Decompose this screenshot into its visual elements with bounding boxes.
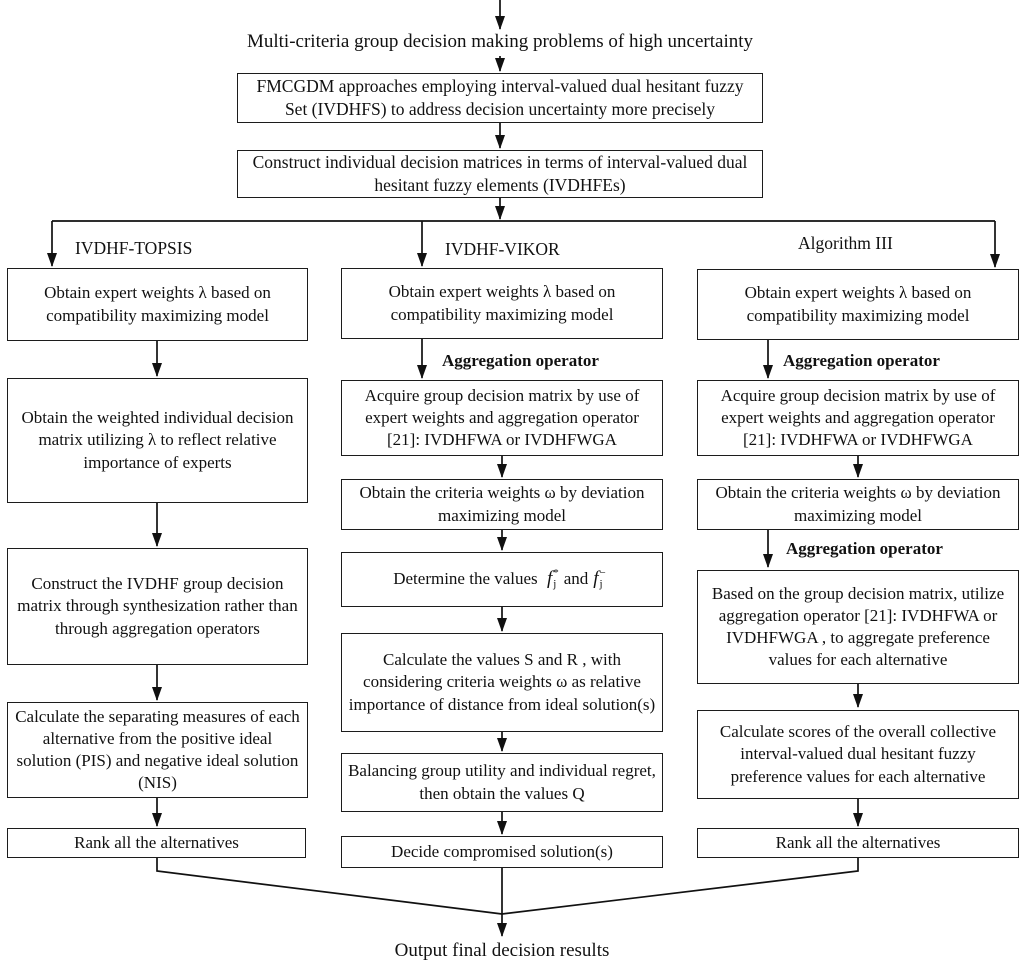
- vikor-s-r-values-box: Calculate the values S and R , with cons…: [341, 633, 663, 732]
- alg3-calculate-scores-box: Calculate scores of the overall collecti…: [697, 710, 1019, 799]
- vikor-acquire-matrix-box: Acquire group decision matrix by use of …: [341, 380, 663, 456]
- line-alg3-to-output: [501, 858, 859, 915]
- vikor-compromised-solution-box: Decide compromised solution(s): [341, 836, 663, 868]
- top-problem-text: Multi-criteria group decision making pro…: [246, 31, 753, 52]
- topsis-separating-measures-box: Calculate the separating measures of eac…: [7, 702, 308, 798]
- line-topsis-to-output: [156, 858, 503, 915]
- math-f-star-symbol: f*j: [546, 566, 559, 590]
- output-result-text: Output final decision results: [394, 940, 610, 961]
- vikor-group-utility-box: Balancing group utility and individual r…: [341, 753, 663, 812]
- branch-label-topsis: IVDHF-TOPSIS: [75, 238, 193, 258]
- fmcgdm-box: FMCGDM approaches employing interval-val…: [237, 73, 763, 123]
- vikor-aggregation-operator-label: Aggregation operator: [442, 351, 599, 370]
- topsis-rank-box: Rank all the alternatives: [7, 828, 306, 858]
- construct-matrices-box: Construct individual decision matrices i…: [237, 150, 763, 198]
- alg3-criteria-weights-box: Obtain the criteria weights ω by deviati…: [697, 479, 1019, 530]
- branch-label-vikor: IVDHF-VIKOR: [445, 239, 560, 259]
- vikor-criteria-weights-box: Obtain the criteria weights ω by deviati…: [341, 479, 663, 530]
- vikor-expert-weights-box: Obtain expert weights λ based on compati…: [341, 268, 663, 339]
- alg3-aggregation-operator-label-1: Aggregation operator: [783, 351, 940, 370]
- alg3-aggregate-preference-box: Based on the group decision matrix, util…: [697, 570, 1019, 684]
- topsis-group-matrix-box: Construct the IVDHF group decision matri…: [7, 548, 308, 665]
- math-f-minus-symbol: f−j: [593, 566, 606, 590]
- topsis-expert-weights-box: Obtain expert weights λ based on compati…: [7, 268, 308, 341]
- alg3-rank-box: Rank all the alternatives: [697, 828, 1019, 858]
- alg3-acquire-matrix-box: Acquire group decision matrix by use of …: [697, 380, 1019, 456]
- alg3-expert-weights-box: Obtain expert weights λ based on compati…: [697, 269, 1019, 340]
- topsis-weighted-matrix-box: Obtain the weighted individual decision …: [7, 378, 308, 503]
- branch-label-algorithm3: Algorithm III: [798, 233, 893, 253]
- alg3-aggregation-operator-label-2: Aggregation operator: [786, 539, 943, 558]
